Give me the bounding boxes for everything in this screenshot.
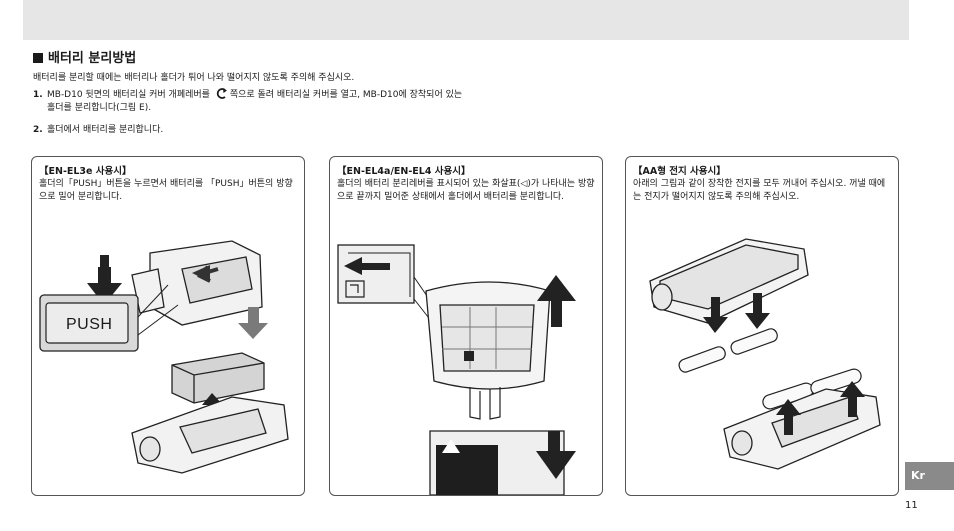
push-button-label: PUSH bbox=[66, 316, 113, 333]
rotate-arrow-icon bbox=[216, 88, 227, 99]
aa-battery-illustration bbox=[649, 238, 881, 470]
step-number: 1. bbox=[33, 90, 43, 100]
header-band bbox=[23, 0, 909, 40]
panel-en-el3e: 【EN-EL3e 사용시】 홀더의「PUSH」버튼을 누르면서 배터리를 「PU… bbox=[31, 156, 305, 496]
page-number: 11 bbox=[905, 500, 918, 511]
en-el3e-illustration bbox=[39, 240, 289, 474]
step-number: 2. bbox=[33, 125, 43, 135]
intro-text: 배터리를 분리할 때에는 배터리나 홀더가 튀어 나와 떨어지지 않도록 주의해… bbox=[33, 73, 355, 83]
panel-title: 【EN-EL3e 사용시】 bbox=[39, 166, 132, 177]
panel-description: 홀더의 배터리 분리레버를 표시되어 있는 화살표(◁)가 나타내는 방향으로 … bbox=[337, 179, 595, 202]
panel-title: 【EN-EL4a/EN-EL4 사용시】 bbox=[337, 166, 471, 177]
panel-description: 홀더의「PUSH」버튼을 누르면서 배터리를 「PUSH」버튼의 방향으로 밀어… bbox=[39, 179, 293, 202]
panel-description: 아래의 그림과 같이 장착한 전지를 모두 꺼내어 주십시오. 꺼낼 때에는 전… bbox=[633, 179, 886, 202]
step-1: 1. MB-D10 뒷면의 배터리실 커버 개폐레버를 쪽으로 돌려 배터리실 커… bbox=[33, 88, 462, 115]
section-title-text: 배터리 분리방법 bbox=[48, 51, 137, 66]
square-bullet-icon bbox=[33, 53, 43, 63]
language-tab: Kr bbox=[905, 462, 954, 490]
en-el4-illustration bbox=[337, 244, 576, 495]
step-text: 쪽으로 돌려 배터리실 커버를 열고, MB-D10에 장착되어 있는 bbox=[229, 90, 463, 100]
panel-aa-battery: 【AA형 전지 사용시】 아래의 그림과 같이 장착한 전지를 모두 꺼내어 주… bbox=[625, 156, 899, 496]
panel-en-el4: 【EN-EL4a/EN-EL4 사용시】 홀더의 배터리 분리레버를 표시되어 … bbox=[329, 156, 603, 496]
section-title: 배터리 분리방법 bbox=[33, 47, 136, 66]
step-2: 2. 홀더에서 배터리를 분리합니다. bbox=[33, 124, 163, 137]
step-text: MB-D10 뒷면의 배터리실 커버 개폐레버를 bbox=[47, 90, 210, 100]
step-text-continued: 홀더를 분리합니다(그림 E). bbox=[47, 103, 152, 113]
panel-title: 【AA형 전지 사용시】 bbox=[633, 166, 726, 177]
step-text: 홀더에서 배터리를 분리합니다. bbox=[47, 125, 164, 135]
